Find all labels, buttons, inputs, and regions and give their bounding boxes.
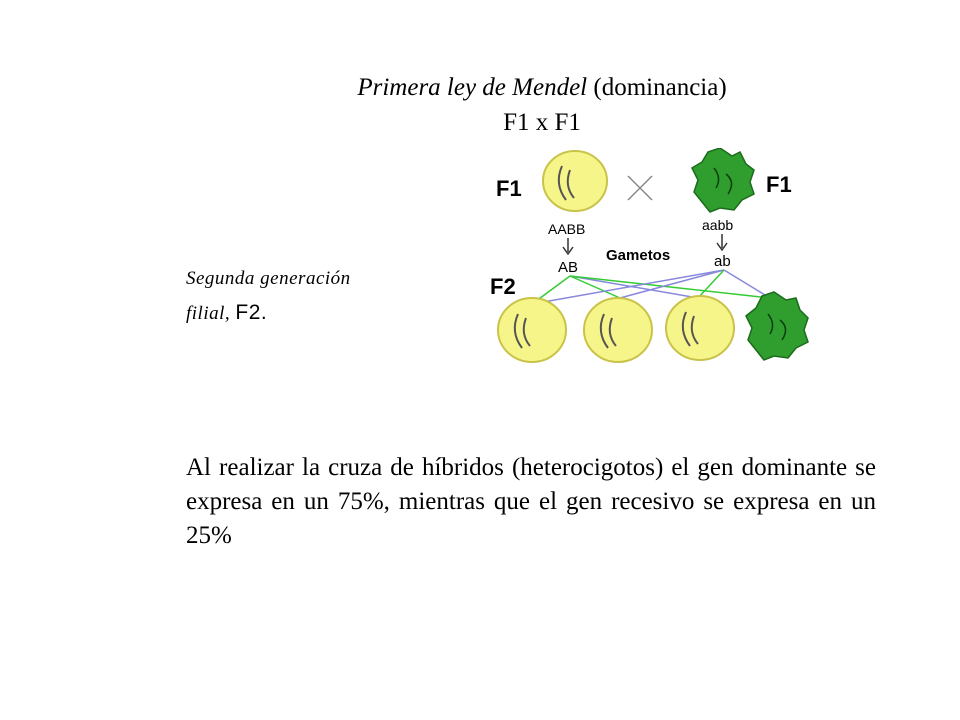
- offspring-yellow-pea: [583, 297, 653, 363]
- description-text: Al realizar la cruza de híbridos (hetero…: [186, 454, 876, 549]
- title-normal: (dominancia): [587, 74, 727, 101]
- generation-label-line1: Segunda generación: [186, 268, 351, 289]
- gametes-label: Gametos: [606, 247, 670, 264]
- generation-label: Segunda generación filial, F2.: [186, 262, 351, 331]
- offspring-green-pea: [745, 291, 809, 361]
- offspring-yellow-pea: [665, 295, 735, 361]
- genotype-right: aabb: [702, 217, 733, 233]
- parent-right-label: F1: [766, 172, 792, 197]
- arrow-down-right-icon: [716, 234, 728, 252]
- generation-label-line2: filial, F2.: [186, 296, 351, 331]
- gamete-right: ab: [714, 253, 731, 270]
- generation-label-code: F2.: [235, 301, 268, 324]
- parent-left-label: F1: [496, 176, 522, 201]
- parent-yellow-pea: [542, 150, 608, 212]
- parent-green-pea: [691, 148, 755, 213]
- offspring-yellow-pea: [497, 297, 567, 363]
- cross-subtitle: F1 x F1: [503, 109, 581, 136]
- offspring-label: F2: [490, 274, 516, 299]
- generation-label-filial: filial,: [186, 303, 236, 324]
- slide-title: Primera ley de Mendel (dominancia): [0, 72, 960, 104]
- mendel-cross-diagram: F1 F1 AABB aabb AB: [490, 148, 809, 363]
- gamete-left: AB: [558, 259, 578, 276]
- cross-icon: [627, 175, 653, 201]
- cross-lines: [531, 269, 771, 305]
- title-italic: Primera ley de Mendel: [357, 74, 588, 101]
- genotype-left: AABB: [548, 221, 585, 237]
- arrow-down-left-icon: [562, 238, 574, 256]
